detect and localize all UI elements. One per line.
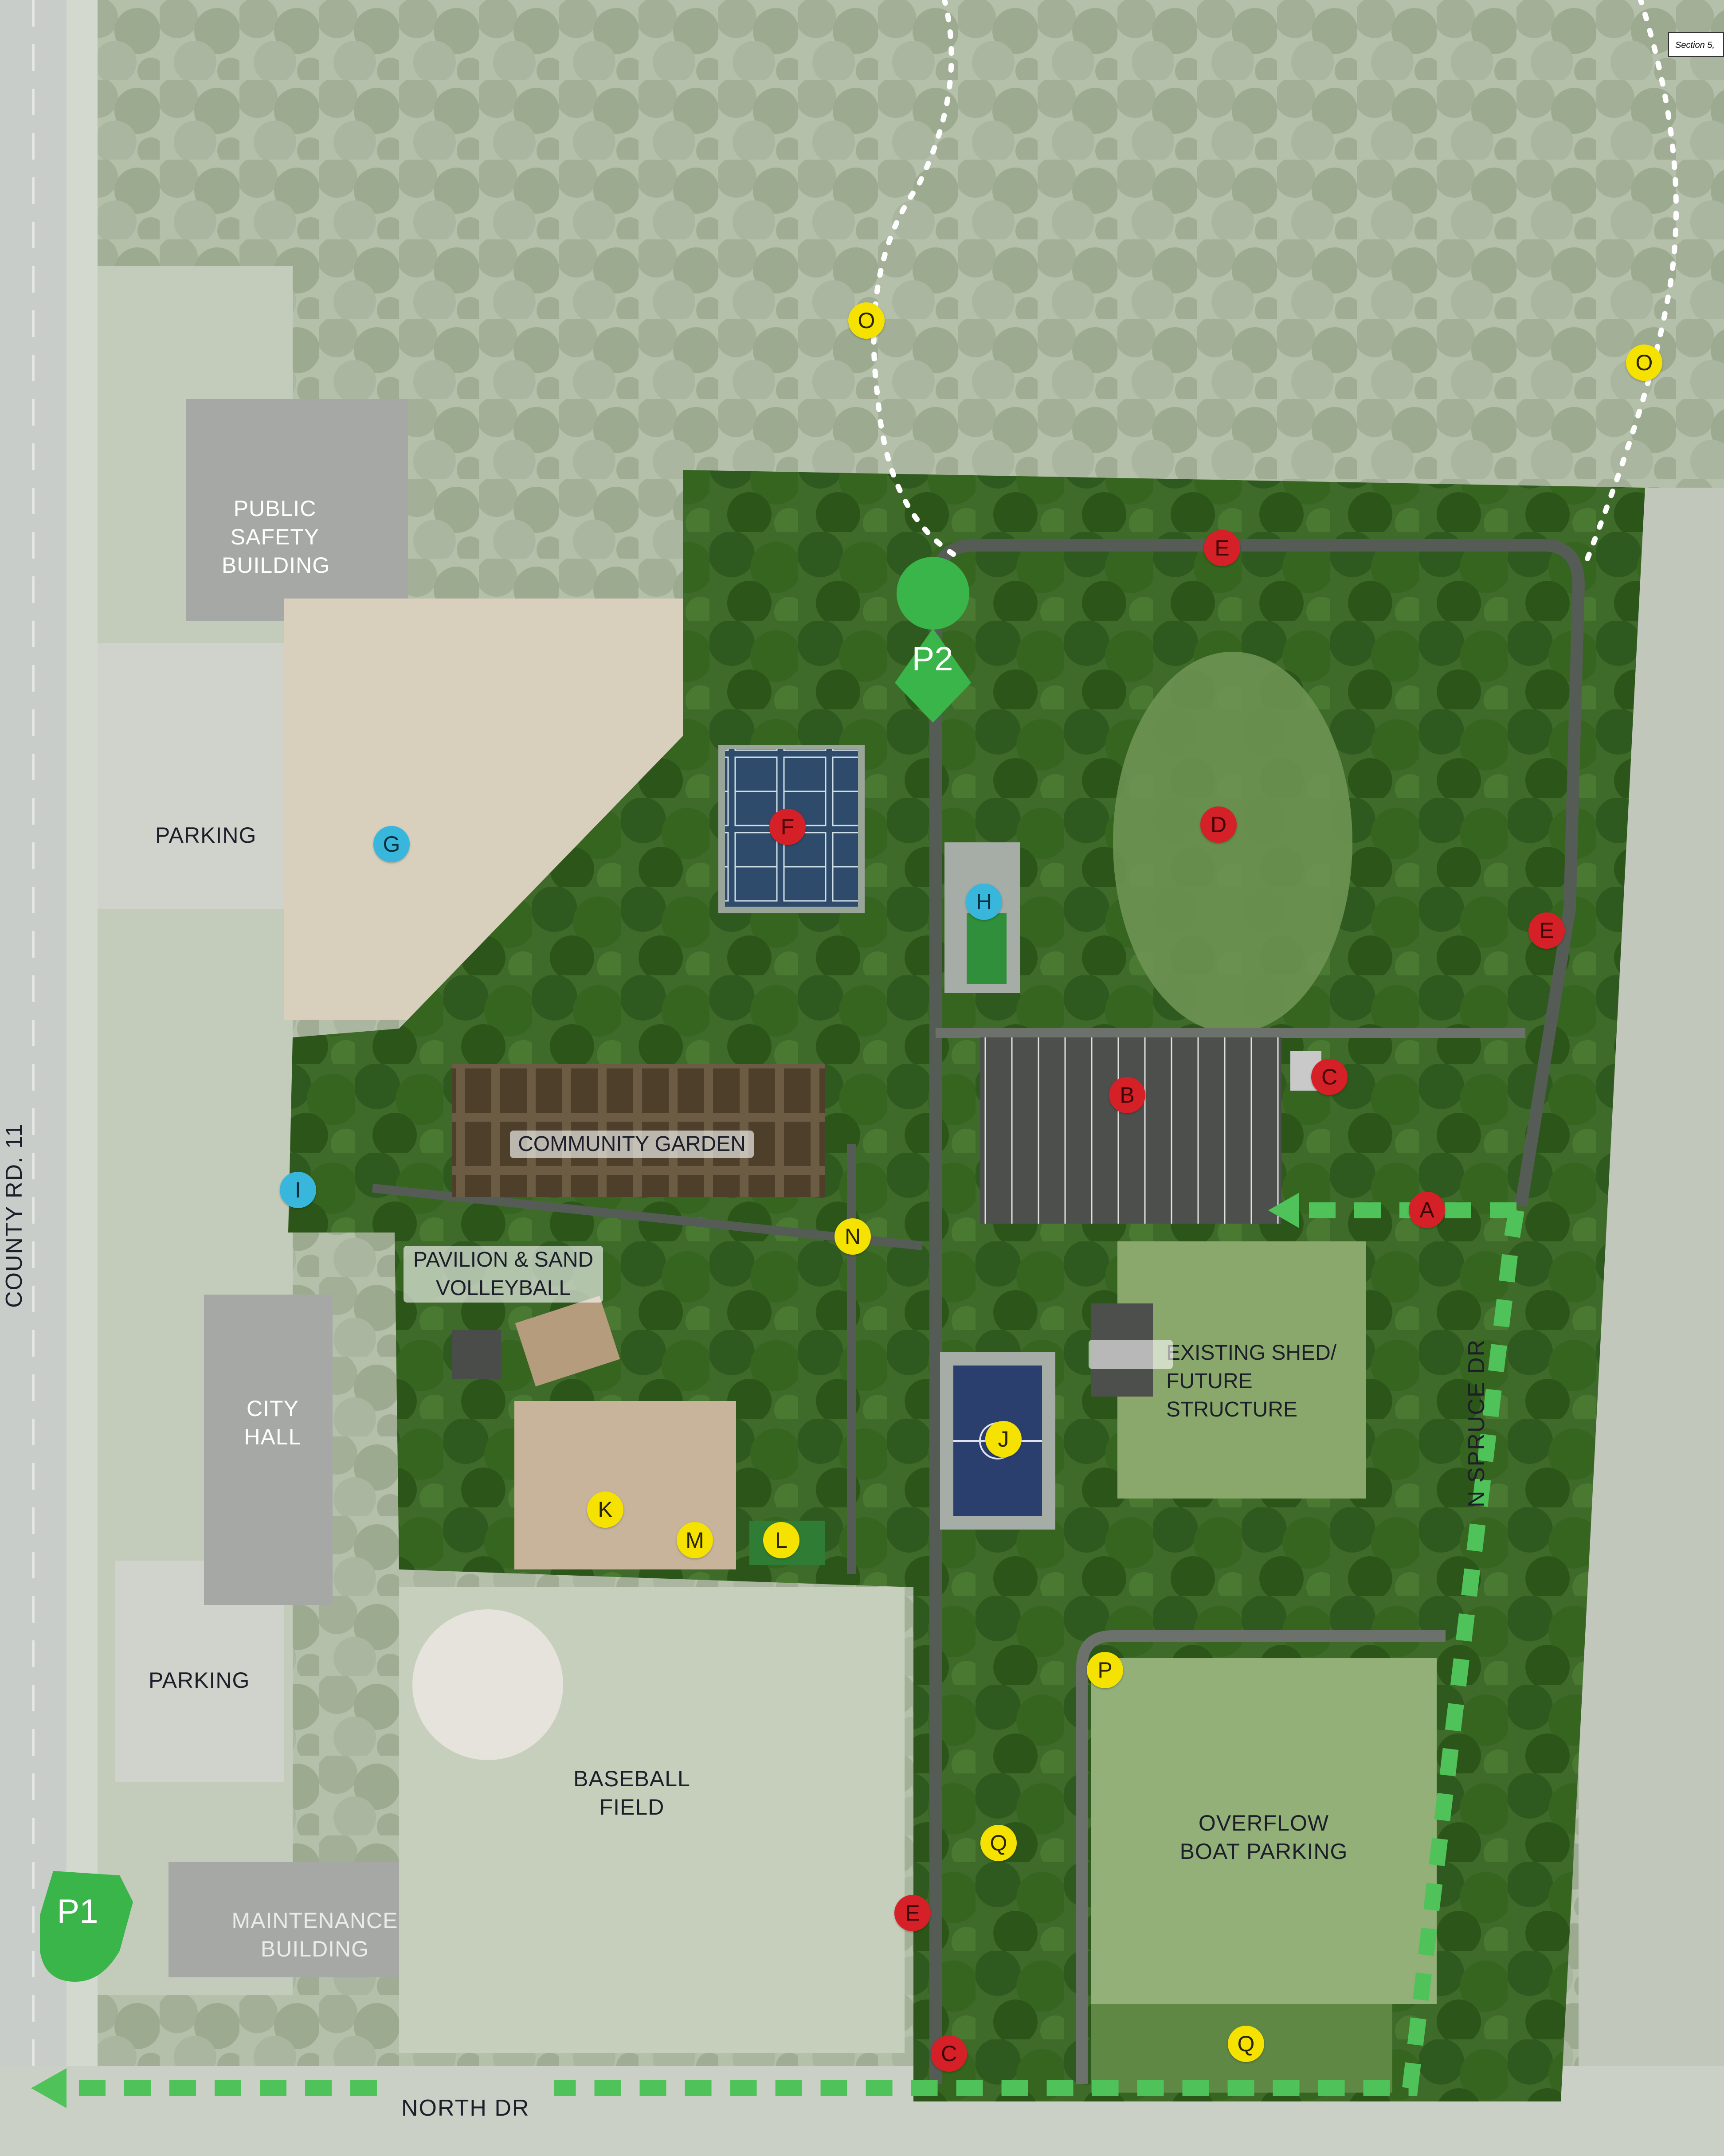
city-hall-label: CITY HALL [244,1396,302,1449]
marker-e-top[interactable]: E [1204,530,1240,566]
marker-g[interactable]: G [373,826,410,862]
pavilion-label: PAVILION & SAND VOLLEYBALL [404,1246,603,1303]
marker-q-south[interactable]: Q [1228,2026,1264,2062]
n-spruce-dr-label: N SPRUCE DR [1464,1338,1489,1508]
maintenance-building-label: MAINTENANCE BUILDING [231,1908,398,1961]
marker-h[interactable]: H [966,884,1002,920]
marker-l[interactable]: L [763,1522,799,1558]
marker-p[interactable]: P [1087,1652,1123,1688]
p1-pin-shape [40,1871,133,1982]
marker-i[interactable]: I [280,1172,316,1208]
county-road-label: COUNTY RD. 11 [1,1123,27,1308]
existing-shed-label-bg [1089,1340,1173,1369]
marker-a[interactable]: A [1409,1192,1445,1228]
marker-n[interactable]: N [835,1218,871,1255]
parking-north-label: PARKING [155,823,257,848]
marker-o-left[interactable]: O [848,302,885,339]
marker-k[interactable]: K [587,1491,623,1528]
p1-pin-label[interactable]: P1 [57,1893,98,1930]
overflow-boat-parking-label: OVERFLOW BOAT PARKING [1179,1811,1348,1864]
section-tag: Section 5, [1668,32,1724,57]
p2-pin-label[interactable]: P2 [912,640,953,678]
community-garden-label: COMMUNITY GARDEN [510,1131,754,1158]
parking-south-label: PARKING [149,1668,250,1693]
public-safety-label: PUBLIC SAFETY BUILDING [222,496,330,578]
baseball-field-label: BASEBALL FIELD [573,1766,690,1819]
marker-f[interactable]: F [769,809,806,845]
marker-c-south[interactable]: C [931,2035,967,2072]
existing-shed-label: EXISTING SHED/ FUTURE STRUCTURE [1166,1341,1337,1421]
north-dr-label: NORTH DR [401,2095,530,2121]
marker-e-right[interactable]: E [1528,912,1565,949]
marker-b[interactable]: B [1109,1077,1145,1113]
marker-q-north[interactable]: Q [980,1825,1017,1861]
marker-e-bottom[interactable]: E [894,1895,931,1931]
p2-pin-shape [895,557,971,723]
marker-d[interactable]: D [1200,806,1237,843]
marker-m[interactable]: M [677,1522,713,1558]
marker-o-right[interactable]: O [1626,344,1662,381]
marker-c-north[interactable]: C [1311,1059,1348,1095]
marker-j[interactable]: J [985,1421,1022,1457]
